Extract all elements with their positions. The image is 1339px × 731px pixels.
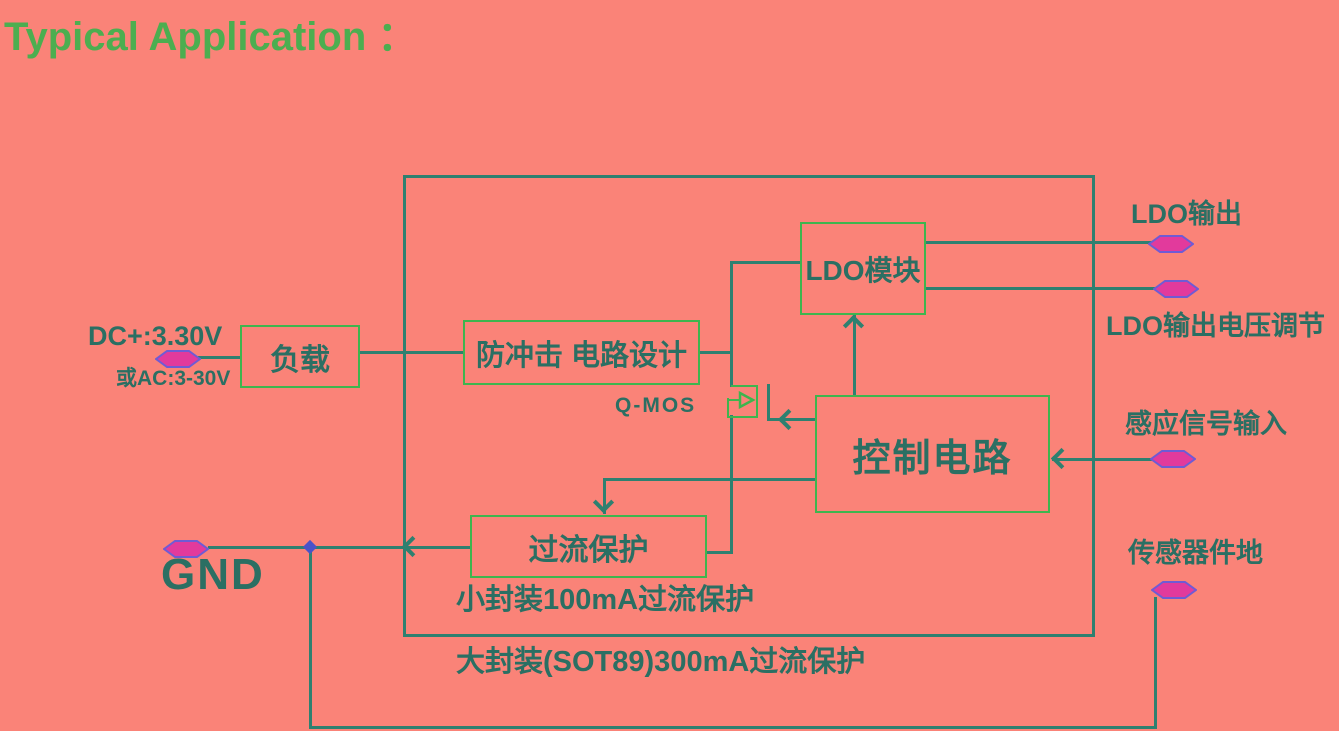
wire-source-vertical bbox=[730, 415, 733, 554]
pin-label-ac-input: 或AC:3-30V bbox=[116, 367, 231, 390]
block-load: 负载 bbox=[240, 325, 360, 388]
block-surge-protection: 防冲击 电路设计 bbox=[463, 320, 700, 385]
wire-to-ldo-input bbox=[733, 261, 800, 264]
pad-dc-input-icon bbox=[155, 350, 201, 368]
pad-ldo-adjust-icon bbox=[1153, 280, 1199, 298]
qmos-symbol-gate-lead bbox=[727, 399, 740, 401]
qmos-symbol-left bbox=[727, 398, 729, 418]
qmos-symbol-channel bbox=[756, 385, 758, 418]
wire-sensor-gnd-vertical bbox=[1154, 597, 1157, 729]
block-overcurrent-protection: 过流保护 bbox=[470, 515, 707, 578]
annotation-small-package: 小封装100mA过流保护 bbox=[456, 584, 755, 616]
wire-control-to-ocp-h bbox=[603, 478, 815, 481]
wire-drain-vertical bbox=[730, 261, 733, 387]
block-control-label: 控制电路 bbox=[852, 437, 1013, 480]
pad-gnd-icon bbox=[163, 540, 209, 558]
annotation-qmos: Q-MOS bbox=[615, 394, 697, 417]
block-ocp-label: 过流保护 bbox=[528, 533, 649, 567]
wire-control-to-ocp-v bbox=[603, 478, 606, 514]
ic-boundary-rect bbox=[403, 175, 1095, 637]
page-title: Typical Application ： bbox=[4, 15, 418, 59]
wire-dcpad-to-load bbox=[198, 356, 240, 359]
wire-ldo-output bbox=[926, 241, 1152, 244]
pad-signal-input-icon bbox=[1150, 450, 1196, 468]
block-surge-label: 防冲击 电路设计 bbox=[475, 339, 688, 372]
wire-gate-horizontal bbox=[767, 418, 815, 421]
wire-gnd-down bbox=[309, 546, 312, 729]
pin-label-dc-input: DC+:3.30V bbox=[88, 321, 223, 351]
qmos-symbol-top bbox=[731, 385, 758, 387]
pin-label-ldo-output: LDO输出 bbox=[1131, 199, 1242, 229]
wire-ldo-adjust bbox=[926, 287, 1157, 290]
pin-label-signal-input: 感应信号输入 bbox=[1125, 409, 1287, 439]
wire-ocp-right bbox=[707, 551, 733, 554]
pin-label-gnd: GND bbox=[161, 550, 265, 599]
qmos-symbol-bottom bbox=[727, 416, 758, 418]
wire-bottom-bus bbox=[309, 726, 1157, 729]
pin-label-ldo-adjust: LDO输出电压调节 bbox=[1106, 311, 1325, 341]
wire-load-to-surge bbox=[360, 351, 463, 354]
wire-surge-out bbox=[700, 351, 733, 354]
wire-signal-input bbox=[1052, 458, 1152, 461]
qmos-triangle-icon bbox=[738, 391, 756, 409]
pad-ldo-output-icon bbox=[1148, 235, 1194, 253]
block-ldo-module: LDO模块 bbox=[800, 222, 926, 315]
wire-junction-dot bbox=[302, 539, 318, 555]
wire-gnd-line bbox=[208, 546, 470, 549]
pin-label-sensor-gnd: 传感器件地 bbox=[1128, 538, 1263, 568]
annotation-large-package: 大封装(SOT89)300mA过流保护 bbox=[456, 646, 866, 678]
block-load-label: 负载 bbox=[270, 343, 330, 377]
wire-control-to-ldo bbox=[853, 315, 856, 395]
wire-gate-vertical bbox=[767, 384, 770, 420]
pad-sensor-gnd-icon bbox=[1151, 581, 1197, 599]
block-ldo-label: LDO模块 bbox=[805, 254, 921, 286]
block-control-circuit: 控制电路 bbox=[815, 395, 1050, 513]
